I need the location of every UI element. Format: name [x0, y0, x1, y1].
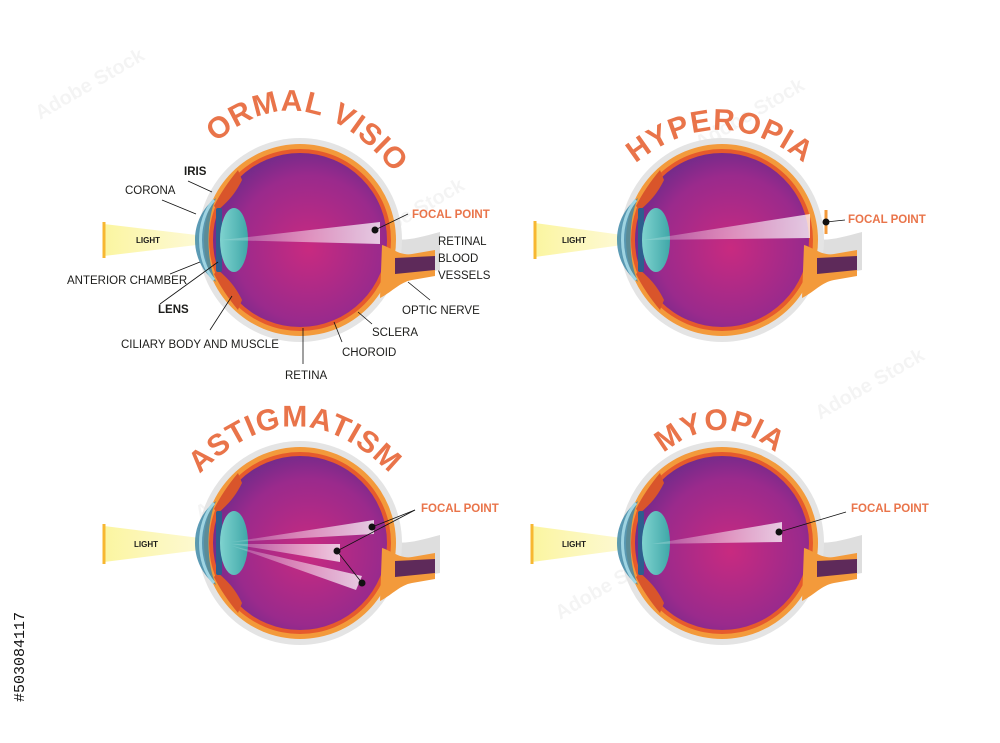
focal-point-label: FOCAL POINT	[851, 503, 929, 515]
eyeball	[193, 439, 442, 647]
light-label: LIGHT	[136, 236, 160, 245]
light-ray	[222, 222, 380, 244]
panel-hyperopia: HYPEROPIA LIGHT FOCAL POINT	[533, 104, 926, 344]
eyeball	[615, 439, 864, 647]
light-beam	[104, 224, 222, 256]
label-optic-nerve: OPTIC NERVE	[402, 305, 480, 317]
light-label: LIGHT	[562, 236, 586, 245]
label-lens: LENS	[158, 304, 189, 316]
label-sclera: SCLERA	[372, 327, 418, 339]
label-retina: RETINA	[285, 370, 328, 382]
label-retinal-vessels-3: VESSELS	[438, 270, 491, 282]
label-ciliary-body: CILIARY BODY AND MUSCLE	[121, 339, 279, 351]
panel-normal-vision: NORMAL VISION LIGHT FOCAL POINT IRIS COR…	[0, 0, 491, 382]
light-label: LIGHT	[562, 540, 586, 549]
light-ray-2	[232, 544, 340, 562]
focal-point-label: FOCAL POINT	[421, 503, 499, 515]
label-iris: IRIS	[184, 166, 207, 178]
panel-astigmatism: ASTIGMATISM LIGHT FOCAL POINT	[102, 400, 499, 647]
stock-id: #503084117	[12, 612, 29, 702]
focal-point-label: FOCAL POINT	[848, 214, 926, 226]
label-anterior-chamber: ANTERIOR CHAMBER	[67, 275, 187, 287]
label-retinal-vessels-1: RETINAL	[438, 236, 487, 248]
light-ray-1	[232, 520, 374, 542]
light-label: LIGHT	[134, 540, 158, 549]
light-beam	[535, 223, 644, 257]
panel-myopia: MYOPIA LIGHT FOCAL POINT	[530, 404, 929, 647]
focal-point-label: FOCAL POINT	[412, 209, 490, 221]
label-choroid: CHOROID	[342, 347, 396, 359]
light-beam	[104, 526, 232, 562]
light-beam	[532, 526, 652, 562]
light-ray-3	[232, 546, 362, 590]
eyeball	[615, 136, 864, 344]
watermark-text: Adobe Stock	[812, 344, 930, 425]
light-ray	[652, 522, 782, 544]
label-corona: CORONA	[125, 185, 176, 197]
label-retinal-vessels-2: BLOOD	[438, 253, 478, 265]
watermark-text: Adobe Stock	[32, 44, 150, 125]
light-ray	[644, 214, 810, 240]
